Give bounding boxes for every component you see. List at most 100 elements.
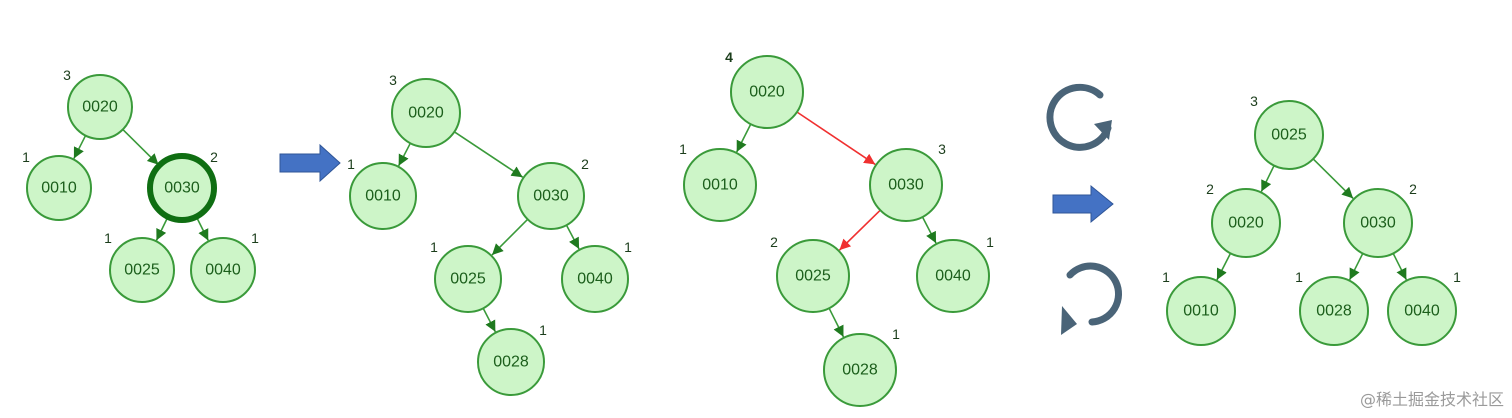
node-height-label: 1 bbox=[347, 156, 355, 172]
node-circle bbox=[823, 333, 897, 407]
node-circle bbox=[477, 328, 545, 396]
node-circle bbox=[1254, 100, 1324, 170]
node-circle bbox=[683, 148, 757, 222]
node-key-label: 0028 bbox=[493, 354, 529, 371]
tree-node: 0010 1 bbox=[347, 156, 417, 230]
tree-edge bbox=[397, 142, 412, 167]
node-key-label: 0025 bbox=[124, 262, 160, 279]
node-key-label: 0010 bbox=[365, 188, 401, 205]
node-key-label: 0020 bbox=[82, 99, 118, 116]
node-key-label: 0020 bbox=[408, 105, 444, 122]
tree-edge bbox=[195, 216, 209, 241]
node-key-label: 0040 bbox=[205, 262, 241, 279]
tree-node: 0030 3 bbox=[869, 141, 946, 222]
node-key-label: 0030 bbox=[164, 180, 200, 197]
node-key-label: 0040 bbox=[935, 268, 971, 285]
node-height-label: 3 bbox=[389, 72, 397, 88]
node-circle bbox=[776, 239, 850, 313]
tree-node: 0020 3 bbox=[63, 67, 133, 140]
rotate-clockwise-icon bbox=[1046, 83, 1112, 151]
node-key-label: 0010 bbox=[702, 177, 738, 194]
tree-node: 0025 1 bbox=[104, 230, 175, 303]
node-circle bbox=[349, 162, 417, 230]
node-circle bbox=[1166, 276, 1236, 346]
node-circle bbox=[434, 245, 502, 313]
node-key-label: 0025 bbox=[1271, 127, 1307, 144]
node-circle bbox=[1211, 188, 1281, 258]
node-circle bbox=[730, 55, 804, 129]
node-key-label: 0040 bbox=[577, 271, 613, 288]
tree-edge bbox=[1216, 252, 1232, 281]
tree-edge bbox=[1312, 158, 1354, 199]
tree-edge bbox=[155, 216, 169, 241]
tree-node: 0020 4 bbox=[725, 49, 804, 129]
tree-node: 0028 1 bbox=[823, 326, 900, 407]
tree-node: 0030 2 bbox=[517, 156, 589, 230]
node-circle bbox=[916, 239, 990, 313]
node-height-label: 4 bbox=[725, 49, 733, 65]
node-circle bbox=[26, 155, 92, 221]
right-arrow-icon bbox=[279, 143, 341, 183]
tree-node: 0028 1 bbox=[477, 322, 547, 396]
tree-edge bbox=[838, 209, 881, 251]
node-height-label: 1 bbox=[679, 141, 687, 157]
node-key-label: 0020 bbox=[749, 84, 785, 101]
node-circle bbox=[67, 74, 133, 140]
node-height-label: 2 bbox=[581, 156, 589, 172]
tree-edge bbox=[453, 131, 524, 178]
node-height-label: 2 bbox=[210, 149, 218, 165]
node-circle bbox=[147, 153, 217, 223]
node-circle bbox=[561, 245, 629, 313]
node-circle bbox=[190, 237, 256, 303]
node-height-label: 1 bbox=[104, 230, 112, 246]
tree-edge bbox=[73, 135, 87, 159]
node-circle bbox=[1299, 276, 1369, 346]
tree-edge bbox=[828, 307, 845, 338]
tree-edge bbox=[565, 224, 580, 250]
rotate-counterclockwise-icon bbox=[1061, 262, 1122, 335]
tree-edge bbox=[1392, 253, 1408, 281]
node-height-label: 1 bbox=[1295, 269, 1303, 285]
tree-node: 0010 1 bbox=[679, 141, 757, 222]
tree-edge bbox=[122, 128, 160, 166]
node-height-label: 1 bbox=[251, 230, 259, 246]
tree-edge bbox=[921, 216, 937, 244]
node-key-label: 0028 bbox=[842, 362, 878, 379]
node-key-label: 0010 bbox=[41, 180, 77, 197]
node-height-label: 2 bbox=[1409, 181, 1417, 197]
watermark: @稀土掘金技术社区 bbox=[1359, 390, 1504, 409]
tree-edge bbox=[482, 307, 497, 333]
node-height-label: 2 bbox=[1206, 181, 1214, 197]
node-height-label: 2 bbox=[770, 234, 778, 250]
tree-edge bbox=[1348, 253, 1364, 281]
node-height-label: 1 bbox=[539, 322, 547, 338]
node-height-label: 3 bbox=[1250, 93, 1258, 109]
node-height-label: 3 bbox=[63, 67, 71, 83]
tree-node: 0010 1 bbox=[22, 149, 92, 221]
node-key-label: 0030 bbox=[888, 177, 924, 194]
node-key-label: 0030 bbox=[533, 188, 569, 205]
node-circle bbox=[109, 237, 175, 303]
node-key-label: 0010 bbox=[1183, 303, 1219, 320]
node-circle bbox=[1387, 276, 1457, 346]
node-height-label: 1 bbox=[1162, 269, 1170, 285]
tree-node: 0010 1 bbox=[1162, 269, 1236, 346]
tree-node: 0025 3 bbox=[1250, 93, 1324, 170]
node-circle bbox=[391, 78, 461, 148]
node-height-label: 3 bbox=[938, 141, 946, 157]
tree-edge bbox=[796, 111, 876, 166]
node-height-label: 1 bbox=[892, 326, 900, 342]
node-height-label: 1 bbox=[22, 149, 30, 165]
tree-node: 0020 3 bbox=[389, 72, 461, 148]
node-circle bbox=[517, 162, 585, 230]
node-height-label: 1 bbox=[430, 239, 438, 255]
node-circle bbox=[1343, 188, 1413, 258]
